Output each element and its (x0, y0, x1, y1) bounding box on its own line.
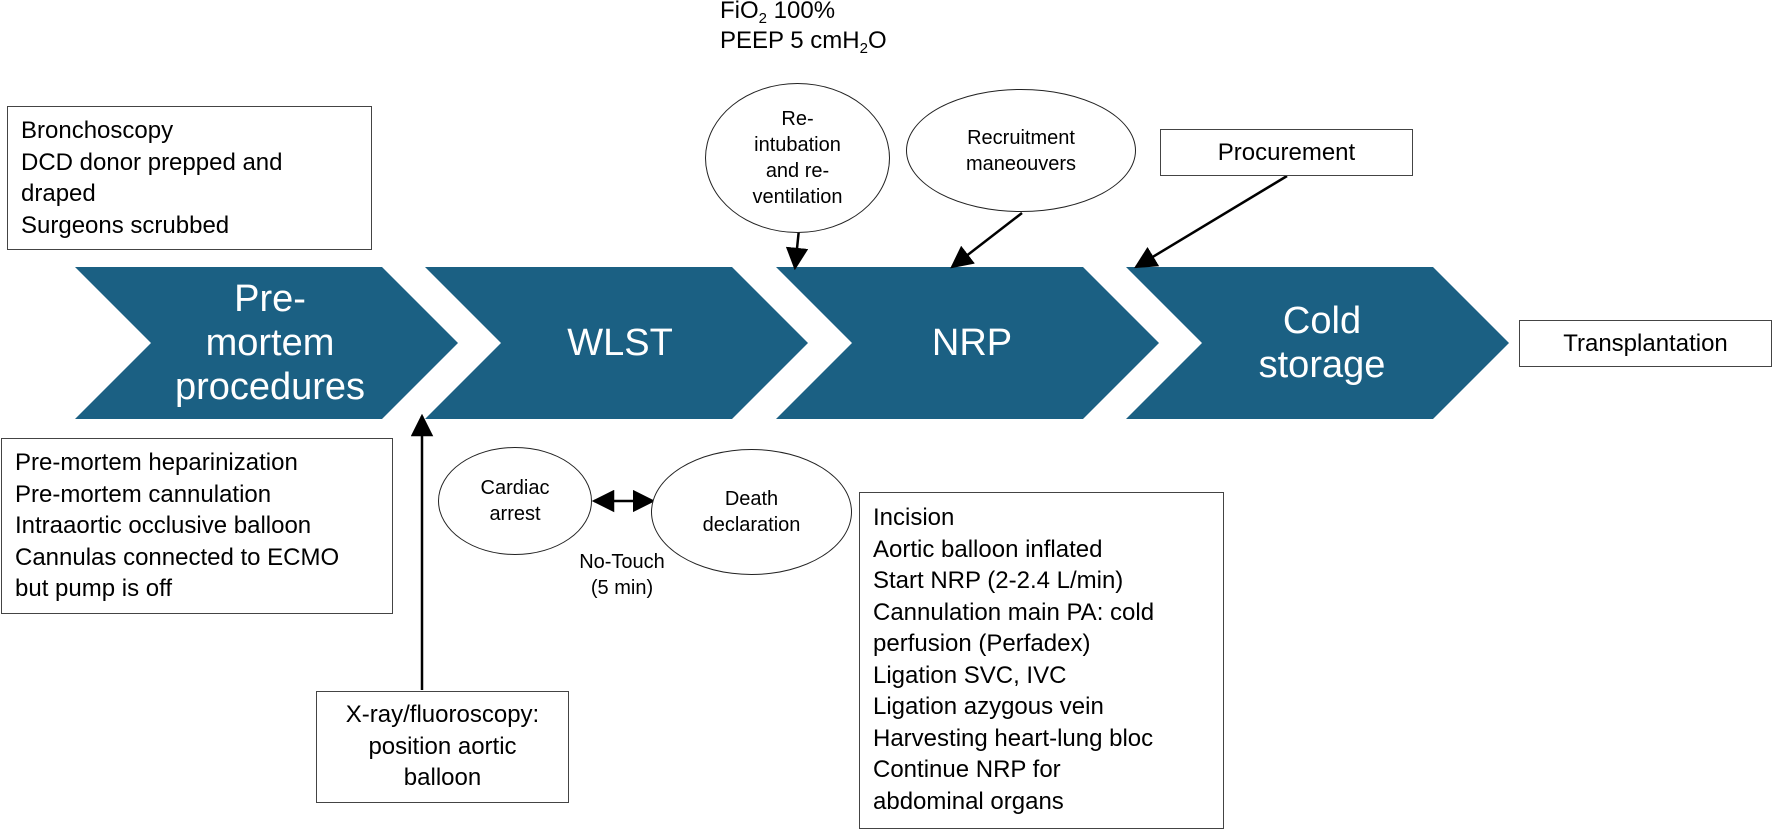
box-line: Incision (873, 504, 955, 531)
box-line: position aortic (368, 732, 517, 760)
arrow-procurement-to-cold-storage (1134, 174, 1288, 269)
arrow-reintubation-to-nrp (785, 228, 809, 271)
box-line: Transplantation (1563, 330, 1728, 357)
box-line: Cannulas connected to ECMO (15, 543, 340, 571)
pre-mortem-top-box: Bronchoscopy DCD donor prepped and drape… (7, 106, 372, 250)
chevron-wlst (425, 267, 808, 419)
transplantation-box: Transplantation (1519, 320, 1772, 367)
procurement-box: Procurement (1160, 129, 1413, 176)
ellipse-text: maneouvers (965, 152, 1077, 175)
chevron-label-nrp: NRP (822, 267, 1122, 419)
chevron-nrp (776, 267, 1159, 419)
no-touch-label: No-Touch (5 min) (563, 549, 681, 601)
box-line: Procurement (1217, 139, 1356, 166)
box-line: but pump is off (15, 575, 172, 602)
ellipse-text: declaration (702, 514, 801, 536)
box-line: Continue NRP for (873, 756, 1061, 783)
chevron-text: NRP (931, 322, 1013, 364)
box-line: Pre-mortem heparinization (15, 449, 298, 476)
nrp-steps-box: Incision Aortic balloon inflated Start N… (859, 492, 1224, 829)
box-line: Intraaortic occlusive balloon (15, 512, 312, 539)
chevron-pre-mortem (75, 267, 458, 419)
cardiac-arrest-ellipse: Cardiac arrest (438, 447, 592, 555)
ellipse-text: Death (724, 488, 779, 510)
ellipse-text: Re- (781, 108, 814, 130)
chevron-text: Cold (1282, 300, 1362, 342)
box-line: Surgeons scrubbed (21, 211, 230, 239)
chevron-label-cold-storage: Cold storage (1172, 267, 1472, 419)
chevron-text: Pre- (234, 278, 306, 320)
box-line: Aortic balloon inflated (873, 535, 1103, 563)
box-line: Ligation SVC, IVC (873, 661, 1067, 689)
no-touch-text: No-Touch (579, 551, 665, 573)
reintubation-ellipse: Re- intubation and re- ventilation (705, 83, 890, 233)
box-line: Cannulation main PA: cold (873, 598, 1155, 626)
box-line: Ligation azygous vein (873, 693, 1104, 720)
xray-box: X-ray/fluoroscopy: position aortic ballo… (316, 691, 569, 803)
fio2-line: FiO2 100% (720, 0, 836, 27)
box-line: Bronchoscopy (21, 117, 174, 144)
box-line: draped (21, 180, 96, 207)
chevron-text: storage (1258, 344, 1386, 386)
ellipse-text: Cardiac (480, 477, 550, 499)
box-line: perfusion (Perfadex) (873, 630, 1091, 657)
ellipse-text: intubation (754, 134, 841, 156)
death-declaration-ellipse: Death declaration (651, 449, 852, 575)
chevron-cold-storage (1126, 267, 1509, 419)
pre-mortem-bottom-box: Pre-mortem heparinization Pre-mortem can… (1, 438, 393, 614)
peep-line: PEEP 5 cmH2O (720, 27, 887, 57)
chevron-text: procedures (174, 366, 366, 408)
box-line: Harvesting heart-lung bloc (873, 724, 1154, 752)
no-touch-text: (5 min) (590, 577, 654, 599)
ellipse-text: Recruitment (967, 126, 1075, 149)
ellipse-text: ventilation (752, 186, 843, 208)
arrow-recruitment-to-nrp (950, 212, 1023, 269)
box-line: balloon (403, 764, 482, 791)
chevron-label-pre-mortem: Pre- mortem procedures (120, 267, 420, 419)
ventilation-settings: FiO2 100% PEEP 5 cmH2O (720, 0, 887, 56)
chevron-text: mortem (205, 322, 335, 364)
ellipse-text: and re- (765, 160, 830, 182)
box-line: abdominal organs (873, 787, 1064, 815)
chevron-text: WLST (567, 322, 673, 364)
box-line: DCD donor prepped and (21, 148, 283, 176)
chevron-label-wlst: WLST (470, 267, 770, 419)
box-line: Start NRP (2-2.4 L/min) (873, 567, 1124, 594)
recruitment-ellipse: Recruitment maneouvers (906, 89, 1136, 212)
box-line: X-ray/fluoroscopy: (345, 701, 540, 728)
ellipse-text: arrest (489, 503, 541, 525)
box-line: Pre-mortem cannulation (15, 480, 272, 508)
